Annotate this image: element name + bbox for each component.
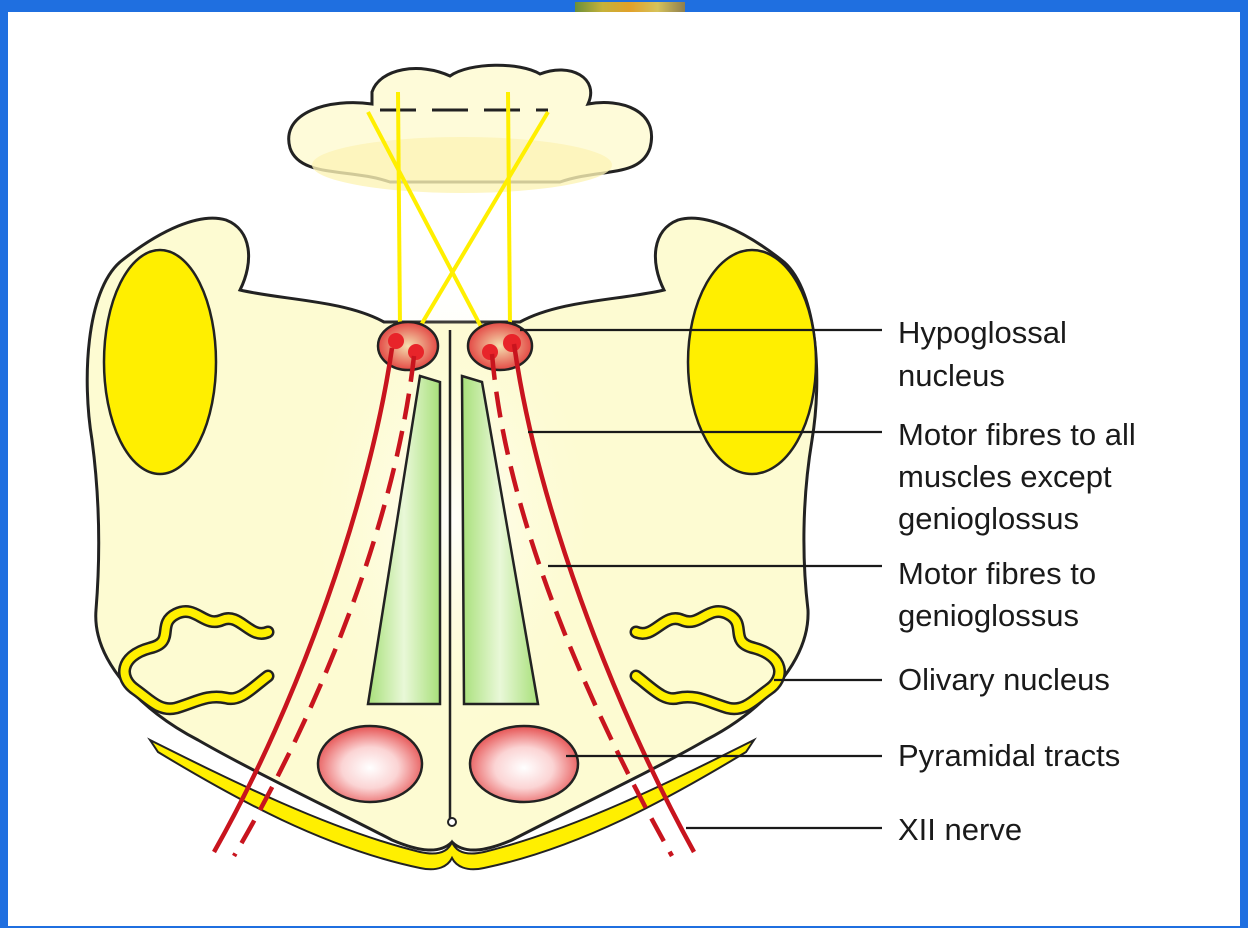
- label-motor-all-line2: muscles except: [898, 459, 1112, 494]
- left-lateral-oval: [104, 250, 216, 474]
- window-title-bar-graphic: [575, 2, 685, 12]
- right-lateral-oval: [688, 250, 816, 474]
- fourth-ventricle-roof: [289, 65, 652, 193]
- label-motor-all-line1: Motor fibres to all: [898, 417, 1136, 452]
- label-hypoglossal-line1: Hypoglossal: [898, 315, 1067, 350]
- label-xii-nerve: XII nerve: [898, 812, 1022, 847]
- label-motor-genio-line1: Motor fibres to: [898, 556, 1096, 591]
- label-motor-all-line3: genioglossus: [898, 501, 1079, 536]
- diagram-frame: Hypoglossal nucleus Motor fibres to all …: [8, 12, 1240, 926]
- label-olivary: Olivary nucleus: [898, 662, 1110, 697]
- medulla-cross-section-diagram: Hypoglossal nucleus Motor fibres to all …: [8, 12, 1240, 926]
- left-pyramidal-tract: [318, 726, 422, 802]
- label-motor-genio-line2: genioglossus: [898, 598, 1079, 633]
- left-hypoglossal-nucleus: [378, 322, 438, 370]
- label-hypoglossal-line2: nucleus: [898, 358, 1005, 393]
- label-pyramidal: Pyramidal tracts: [898, 738, 1120, 773]
- right-pyramidal-tract: [470, 726, 578, 802]
